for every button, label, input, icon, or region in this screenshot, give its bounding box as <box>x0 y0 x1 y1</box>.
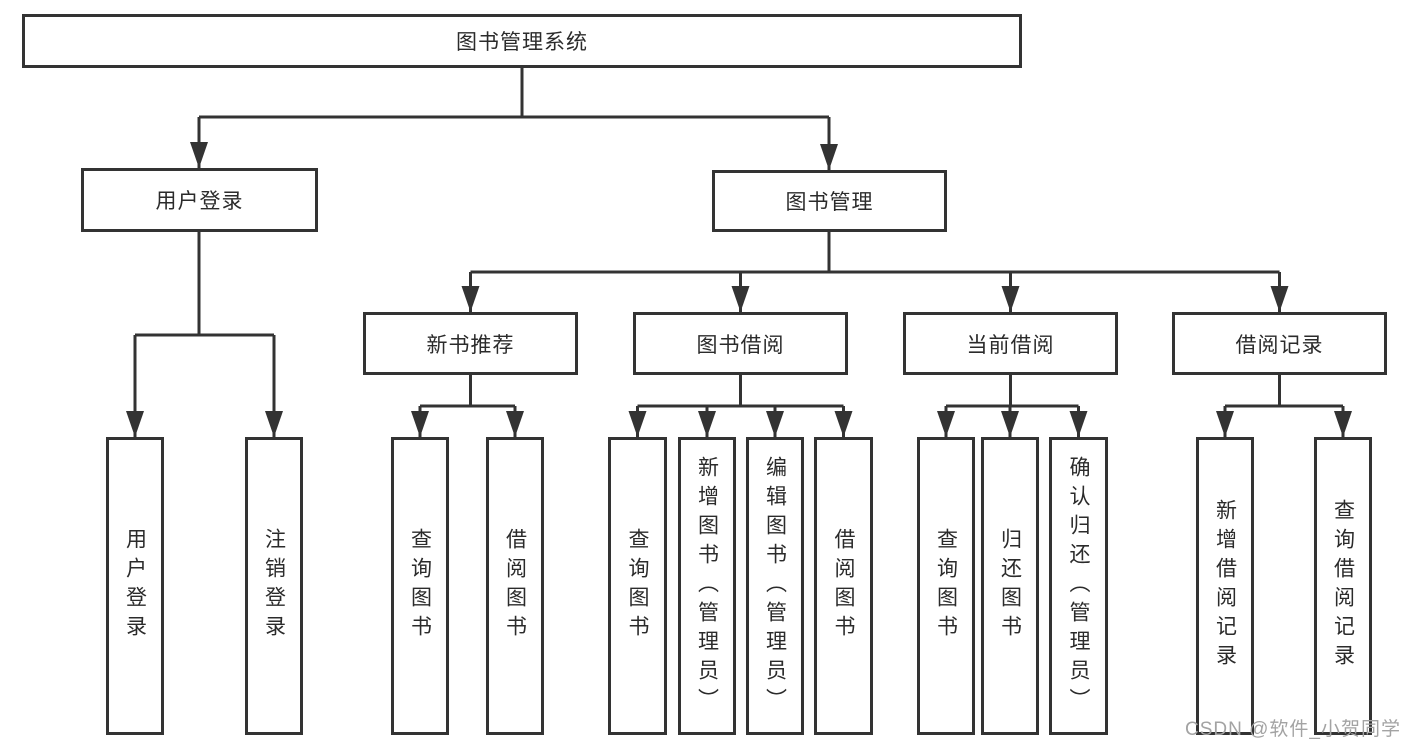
node-label: 当前借阅 <box>966 333 1055 357</box>
node-label: 查询图书 <box>626 528 649 644</box>
arrowhead <box>766 411 784 437</box>
leaf-add-borrow-record: 新增借阅记录 <box>1196 437 1254 735</box>
arrowhead <box>461 286 480 312</box>
arrowhead <box>1270 286 1289 312</box>
connector-book-borrowing-children <box>628 375 853 437</box>
arrowhead <box>1216 411 1234 437</box>
arrowhead <box>190 142 208 168</box>
arrowhead <box>506 411 524 437</box>
connector-root-to-level2 <box>190 68 838 170</box>
watermark-text: CSDN @软件_小贺同学 <box>1185 719 1401 740</box>
leaf-query-books-recommend: 查询图书 <box>391 437 449 735</box>
leaf-confirm-return-admin: 确认归还（管理员） <box>1049 437 1108 735</box>
node-label: 借阅图书 <box>503 528 527 644</box>
leaf-edit-book-admin: 编辑图书（管理员） <box>746 437 804 735</box>
node-library-system: 图书管理系统 <box>22 14 1022 68</box>
node-label: 借阅图书 <box>832 528 855 644</box>
node-borrowing-records: 借阅记录 <box>1172 312 1387 375</box>
node-book-management: 图书管理 <box>712 170 947 232</box>
leaf-query-borrow-record: 查询借阅记录 <box>1314 437 1372 735</box>
arrowhead <box>820 144 838 170</box>
node-label: 借阅记录 <box>1235 333 1324 357</box>
arrowhead <box>265 411 283 437</box>
leaf-query-books-current: 查询图书 <box>917 437 975 735</box>
leaf-borrow-books-borrowing: 借阅图书 <box>814 437 873 735</box>
node-label: 图书管理系统 <box>456 31 588 54</box>
node-label: 查询借阅记录 <box>1331 499 1355 673</box>
leaf-user-login: 用户登录 <box>106 437 164 735</box>
arrowhead <box>411 411 429 437</box>
arrowhead <box>731 286 750 312</box>
leaf-logout: 注销登录 <box>245 437 303 735</box>
node-label: 用户登录 <box>123 528 147 644</box>
node-label: 新增借阅记录 <box>1213 499 1237 673</box>
leaf-return-books: 归还图书 <box>981 437 1039 735</box>
connector-user-login-children <box>126 232 283 437</box>
node-current-borrowing: 当前借阅 <box>903 312 1118 375</box>
node-label: 查询图书 <box>408 528 432 644</box>
node-label: 注销登录 <box>262 528 286 644</box>
leaf-add-book-admin: 新增图书（管理员） <box>678 437 736 735</box>
node-label: 用户登录 <box>155 190 244 213</box>
node-new-book-recommendation: 新书推荐 <box>363 312 578 375</box>
arrowhead <box>698 411 716 437</box>
arrowhead <box>834 411 853 437</box>
node-label: 新增图书（管理员） <box>695 455 719 717</box>
node-label: 查询图书 <box>934 528 958 644</box>
arrowhead <box>1001 411 1019 437</box>
node-label: 编辑图书（管理员） <box>763 455 787 717</box>
arrowhead <box>126 411 144 437</box>
arrowhead <box>1334 411 1352 437</box>
connector-current-borrowing-children <box>937 375 1088 437</box>
arrowhead <box>1069 411 1088 437</box>
connector-book-management-children <box>461 232 1289 312</box>
connector-borrowing-records-children <box>1216 375 1352 437</box>
node-label: 图书管理 <box>785 191 874 214</box>
node-label: 图书借阅 <box>696 333 785 357</box>
arrowhead <box>937 411 955 437</box>
node-user-login: 用户登录 <box>81 168 318 232</box>
leaf-borrow-books-recommend: 借阅图书 <box>486 437 544 735</box>
node-label: 新书推荐 <box>426 333 515 357</box>
arrowhead <box>628 411 647 437</box>
node-book-borrowing: 图书借阅 <box>633 312 848 375</box>
arrowhead <box>1001 286 1020 312</box>
node-label: 归还图书 <box>998 528 1022 644</box>
node-label: 确认归还（管理员） <box>1067 455 1090 717</box>
connector-new-book-recommendation-children <box>411 375 524 437</box>
leaf-query-books-borrowing: 查询图书 <box>608 437 667 735</box>
